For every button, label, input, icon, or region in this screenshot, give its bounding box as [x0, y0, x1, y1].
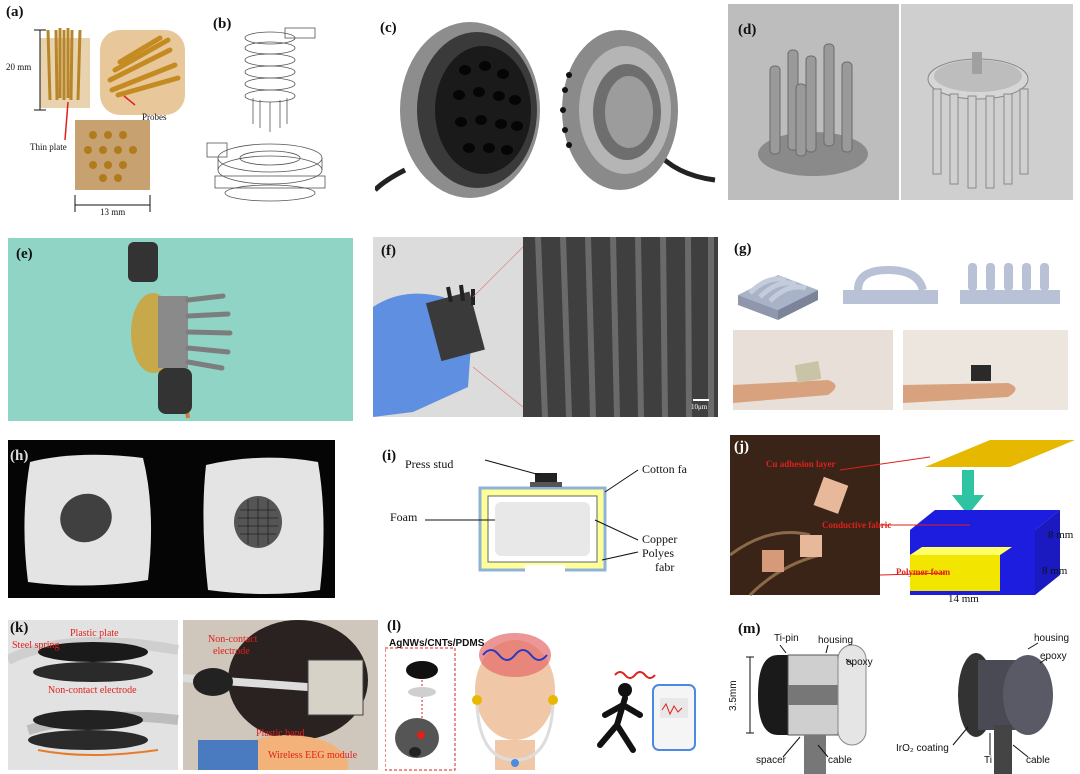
panel-e-label: (e)	[16, 246, 33, 262]
panel-f: (f) 10μm	[373, 237, 718, 417]
panel-c-electrode-photo	[375, 0, 720, 220]
panel-d-label: (d)	[738, 22, 757, 38]
panel-m-housing: housing	[818, 635, 854, 646]
panel-m-cross-section	[746, 642, 1053, 774]
panel-b-cad-drawing	[205, 8, 345, 208]
panel-l-material: AgNWs/CNTs/PDMS	[389, 638, 485, 649]
panel-c-label: (c)	[380, 20, 397, 36]
panel-j-dim-8b: 8 mm	[1042, 565, 1068, 577]
panel-j-fabric-electrode	[730, 435, 1075, 597]
panel-c: (c)	[375, 0, 720, 220]
panel-k-label: (k)	[10, 620, 29, 636]
panel-j: (j) Cu adhesion layer Conductive fabric …	[730, 435, 1080, 605]
panel-l: (l) AgNWs/CNTs/PDMS	[385, 620, 715, 774]
panel-j-dim-14: 14 mm	[948, 593, 979, 605]
panel-k-steel-spring: Steel spring	[12, 640, 60, 651]
panel-i-foam: Foam	[390, 510, 418, 524]
panel-i-cross-section	[425, 459, 639, 573]
panel-g-label: (g)	[734, 241, 752, 257]
panel-m-epoxy2: epoxy	[1040, 651, 1067, 662]
panel-b-label: (b)	[213, 16, 232, 32]
panel-m-iro2: IrO₂ coating	[896, 743, 949, 754]
panel-g: (g)	[728, 235, 1073, 415]
panel-j-conductive-fabric: Conductive fabric	[822, 520, 892, 530]
panel-h-textile-electrodes	[24, 454, 324, 594]
panel-i-cotton: Cotton fa	[642, 462, 687, 476]
panel-j-polymer-foam: Polymer foam	[896, 567, 951, 577]
panel-e-electrode-photo	[128, 242, 233, 419]
panel-k-noncontact-electrode: Non-contact electrode	[48, 685, 137, 696]
panel-a-label: (a)	[6, 4, 24, 20]
panel-m-cable: cable	[828, 755, 852, 766]
panel-d: (d)	[728, 4, 1073, 200]
panel-a-height-dim: 20 mm	[6, 62, 32, 72]
panel-m-dim: 3.5mm	[728, 680, 739, 711]
panel-m-spacer: spacer	[756, 755, 787, 766]
panel-f-scale-bar: 10μm	[691, 403, 708, 411]
panel-i-copper: Copper	[642, 532, 678, 546]
panel-i-label: (i)	[382, 448, 397, 464]
panel-j-dim-8a: 8 mm	[1048, 529, 1074, 541]
panel-a-thin-plate: Thin plate	[30, 142, 67, 152]
panel-d-printed-electrodes	[728, 4, 1073, 200]
panel-l-wearable-eeg	[385, 633, 696, 771]
panel-f-electrode-sem	[373, 237, 718, 417]
panel-m-cable2: cable	[1026, 755, 1050, 766]
panel-k-noncontact-2a: Non-contact	[208, 634, 258, 645]
panel-k-noncontact-2b: electrode	[213, 646, 250, 657]
panel-b: (b)	[205, 8, 345, 208]
panel-a-probes: Probes	[142, 112, 167, 122]
panel-k-plastic-band: Plastic band	[256, 728, 305, 739]
panel-a-width-dim: 13 mm	[100, 207, 126, 217]
panel-m-epoxy: epoxy	[846, 657, 873, 668]
panel-a: (a) 20 mm Thin plate Probes 13 mm	[0, 0, 200, 220]
panel-h: (h)	[8, 440, 335, 598]
panel-m-ti-pin: Ti-pin	[774, 633, 799, 644]
panel-i: (i) Press stud Cotton fa Foam Copper Pol…	[370, 440, 715, 605]
panel-g-electrode-designs	[728, 235, 1073, 415]
panel-a-illustration	[34, 28, 185, 212]
panel-m-label: (m)	[738, 621, 761, 637]
panel-f-label: (f)	[381, 243, 396, 259]
panel-m-housing2: housing	[1034, 633, 1070, 644]
panel-l-label: (l)	[387, 620, 402, 634]
panel-k-wireless-module: Wireless EEG module	[268, 750, 358, 761]
panel-k-noncontact-electrode	[8, 620, 378, 770]
panel-k-plastic-plate: Plastic plate	[70, 628, 119, 639]
panel-i-fabr: fabr	[655, 560, 675, 574]
panel-e: (e)	[8, 238, 353, 421]
panel-i-polyes: Polyes	[642, 546, 675, 560]
panel-m: (m) Ti-pin housing epoxy 3.5mm spacer ca…	[728, 615, 1073, 774]
panel-h-label: (h)	[10, 448, 29, 464]
panel-j-label: (j)	[734, 439, 749, 455]
panel-i-press-stud: Press stud	[405, 457, 454, 471]
panel-j-cu-layer: Cu adhesion layer	[766, 459, 836, 469]
panel-k: (k) Plastic plate Steel spring Non-conta…	[8, 620, 378, 770]
panel-m-ti: Ti	[984, 755, 992, 766]
